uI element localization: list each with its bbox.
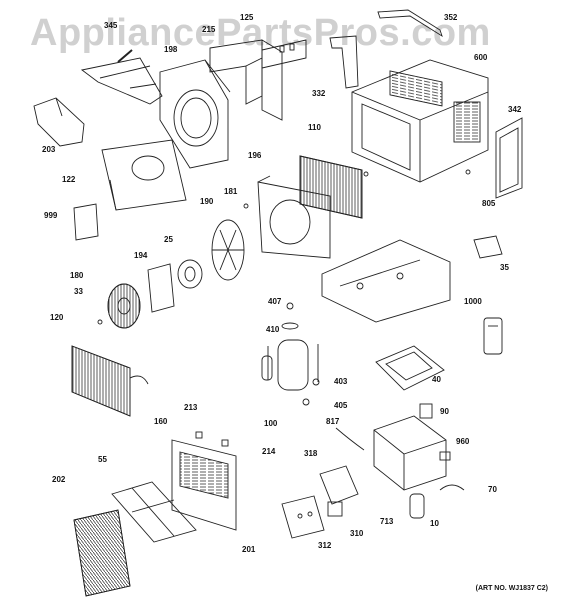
part-198-shroud bbox=[159, 59, 231, 169]
label-196: 196 bbox=[248, 151, 262, 160]
part-318-bracket bbox=[319, 465, 359, 505]
label-214: 214 bbox=[262, 447, 276, 456]
part-410-gasket bbox=[281, 322, 299, 330]
label-213: 213 bbox=[184, 403, 198, 412]
part-215-bracket bbox=[209, 39, 283, 121]
label-25: 25 bbox=[164, 235, 173, 244]
part-125-panel bbox=[261, 39, 307, 69]
part-999-card bbox=[73, 203, 99, 241]
label-410: 410 bbox=[266, 325, 280, 334]
base-plate bbox=[321, 239, 451, 323]
label-600: 600 bbox=[474, 53, 488, 62]
part-40-chassis bbox=[375, 345, 445, 391]
part-100-compressor bbox=[261, 339, 319, 391]
label-35: 35 bbox=[500, 263, 509, 272]
part-55-filter bbox=[111, 481, 197, 543]
part-342-curtain bbox=[495, 117, 523, 199]
label-405: 405 bbox=[334, 401, 348, 410]
label-55: 55 bbox=[98, 455, 107, 464]
part-180-blower bbox=[107, 283, 141, 329]
label-180: 180 bbox=[70, 271, 84, 280]
label-352: 352 bbox=[444, 13, 458, 22]
label-120: 120 bbox=[50, 313, 64, 322]
part-310-switch bbox=[327, 501, 343, 517]
label-202: 202 bbox=[52, 475, 66, 484]
label-203: 203 bbox=[42, 145, 56, 154]
part-25-motor bbox=[177, 259, 203, 289]
part-181-nut bbox=[243, 203, 249, 209]
part-10-capacitor bbox=[409, 493, 425, 519]
part-213-clips bbox=[195, 431, 229, 447]
part-203-seal bbox=[33, 97, 85, 147]
part-1000-remote bbox=[483, 317, 503, 355]
part-214-front-frame bbox=[171, 439, 237, 531]
label-960: 960 bbox=[456, 437, 470, 446]
part-70-cord bbox=[439, 484, 465, 491]
label-110: 110 bbox=[308, 123, 321, 132]
label-190: 190 bbox=[200, 197, 214, 206]
label-310: 310 bbox=[350, 529, 364, 538]
label-403: 403 bbox=[334, 377, 348, 386]
part-352-top-rail bbox=[377, 9, 443, 38]
part-33-clip bbox=[97, 319, 103, 325]
part-345-rail bbox=[80, 49, 163, 105]
label-201: 201 bbox=[242, 545, 256, 554]
label-805: 805 bbox=[482, 199, 496, 208]
label-817: 817 bbox=[326, 417, 340, 426]
label-100: 100 bbox=[264, 419, 278, 428]
part-122-base bbox=[101, 139, 187, 211]
part-35-connector bbox=[473, 235, 503, 259]
label-160: 160 bbox=[154, 417, 168, 426]
part-403-grommet bbox=[312, 378, 320, 386]
part-600-cabinet bbox=[351, 59, 489, 183]
label-194: 194 bbox=[134, 251, 148, 260]
part-817-wire bbox=[335, 427, 365, 451]
part-110-coil bbox=[299, 155, 363, 219]
label-70: 70 bbox=[488, 485, 497, 494]
part-202-grille bbox=[73, 509, 131, 597]
watermark: AppliancePartsPros.com bbox=[30, 12, 491, 54]
label-122: 122 bbox=[62, 175, 76, 184]
label-312: 312 bbox=[318, 541, 332, 550]
label-215: 215 bbox=[202, 25, 216, 34]
label-1000: 1000 bbox=[464, 297, 482, 306]
control-box bbox=[373, 415, 447, 491]
label-318: 318 bbox=[304, 449, 318, 458]
part-960-relay bbox=[439, 451, 451, 461]
label-332: 332 bbox=[312, 89, 326, 98]
part-190-blade bbox=[211, 219, 245, 281]
label-407: 407 bbox=[268, 297, 282, 306]
part-805-screws bbox=[363, 169, 471, 177]
label-10: 10 bbox=[430, 519, 439, 528]
part-332-curtain bbox=[329, 35, 359, 89]
part-407-valve bbox=[286, 302, 294, 310]
label-125: 125 bbox=[240, 13, 254, 22]
art-number: (ART NO. WJ1837 C2) bbox=[475, 585, 548, 592]
label-345: 345 bbox=[104, 21, 118, 30]
part-90-capacitor bbox=[419, 403, 433, 419]
label-181: 181 bbox=[224, 187, 238, 196]
label-33: 33 bbox=[74, 287, 83, 296]
part-405-grommet bbox=[302, 398, 310, 406]
label-713: 713 bbox=[380, 517, 394, 526]
part-312-nameplate bbox=[281, 495, 325, 539]
label-40: 40 bbox=[432, 375, 441, 384]
part-196-shroud bbox=[257, 175, 331, 259]
label-342: 342 bbox=[508, 105, 522, 114]
part-194-mount bbox=[147, 263, 175, 313]
label-90: 90 bbox=[440, 407, 449, 416]
label-198: 198 bbox=[164, 45, 178, 54]
label-999: 999 bbox=[44, 211, 58, 220]
part-120-condenser bbox=[71, 345, 149, 417]
